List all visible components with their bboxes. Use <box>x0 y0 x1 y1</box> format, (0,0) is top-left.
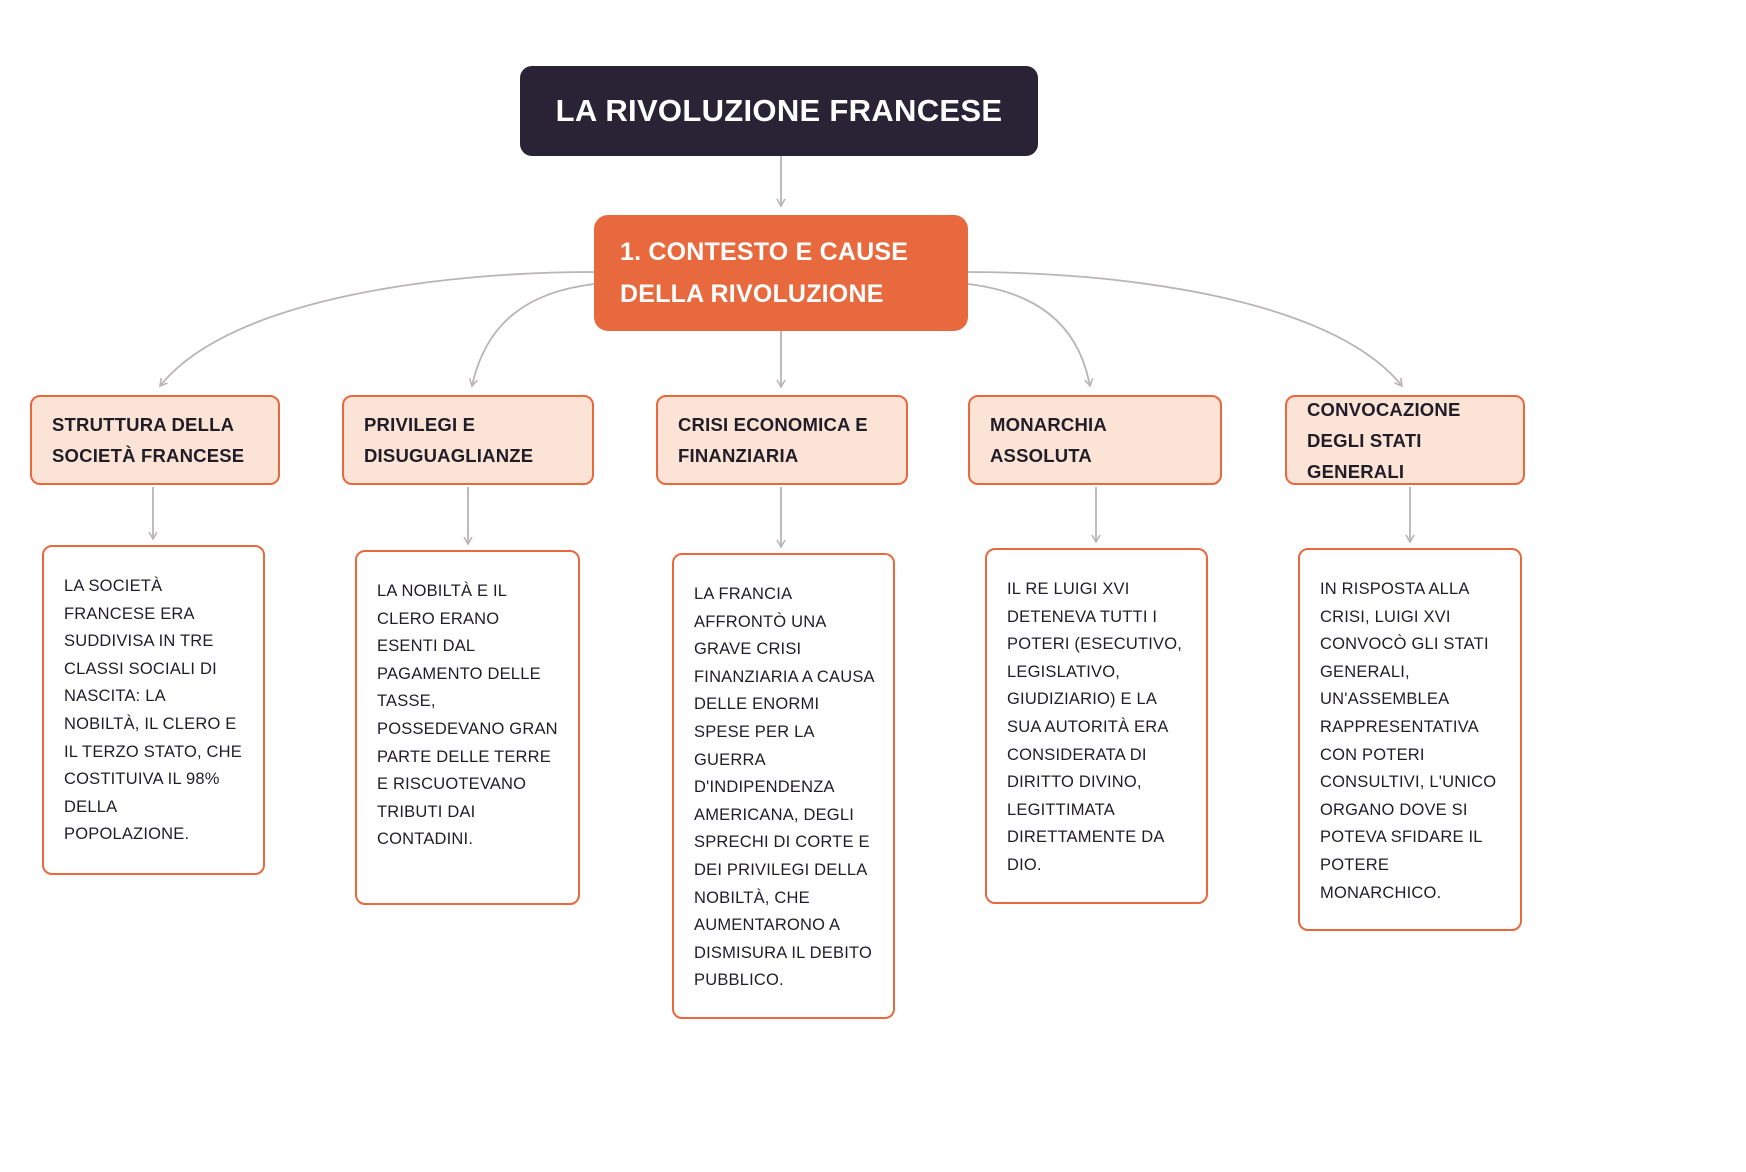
branch-detail-stati-generali[interactable]: IN RISPOSTA ALLA CRISI, LUIGI XVI CONVOC… <box>1298 548 1522 932</box>
branch-detail-text: LA NOBILTÀ E IL CLERO ERANO ESENTI DAL P… <box>377 582 558 849</box>
branch-detail-text: LA FRANCIA AFFRONTÒ UNA GRAVE CRISI FINA… <box>694 585 874 990</box>
root-title-node[interactable]: LA RIVOLUZIONE FRANCESE <box>520 66 1038 156</box>
connector-main-to-branch-2 <box>468 283 595 388</box>
branch-header-crisi-economica[interactable]: CRISI ECONOMICA E FINANZIARIA <box>656 395 908 485</box>
branch-detail-text: IN RISPOSTA ALLA CRISI, LUIGI XVI CONVOC… <box>1320 580 1497 902</box>
branch-detail-privilegi[interactable]: LA NOBILTÀ E IL CLERO ERANO ESENTI DAL P… <box>355 550 580 905</box>
branch-detail-monarchia-assoluta[interactable]: IL RE LUIGI XVI DETENEVA TUTTI I POTERI … <box>985 548 1208 904</box>
branch-detail-text: IL RE LUIGI XVI DETENEVA TUTTI I POTERI … <box>1007 580 1183 874</box>
branch-header-monarchia-assoluta[interactable]: MONARCHIA ASSOLUTA <box>968 395 1222 485</box>
branch-detail-text: LA SOCIETÀ FRANCESE ERA SUDDIVISA IN TRE… <box>64 577 242 844</box>
branch-header-label: PRIVILEGI E DISUGUAGLIANZE <box>364 414 534 466</box>
connector-main-to-branch-1 <box>158 271 595 388</box>
main-topic-node[interactable]: 1. CONTESTO E CAUSE DELLA RIVOLUZIONE <box>594 215 968 331</box>
branch-detail-struttura-societa[interactable]: LA SOCIETÀ FRANCESE ERA SUDDIVISA IN TRE… <box>42 545 265 875</box>
main-topic-label: 1. CONTESTO E CAUSE DELLA RIVOLUZIONE <box>620 238 909 308</box>
branch-header-label: MONARCHIA ASSOLUTA <box>990 414 1107 466</box>
branch-header-privilegi[interactable]: PRIVILEGI E DISUGUAGLIANZE <box>342 395 594 485</box>
branch-header-label: CONVOCAZIONE DEGLI STATI GENERALI <box>1307 398 1461 482</box>
connector-main-to-branch-5 <box>967 271 1404 388</box>
root-title-label: LA RIVOLUZIONE FRANCESE <box>555 93 1003 128</box>
branch-header-label: CRISI ECONOMICA E FINANZIARIA <box>678 414 868 466</box>
branch-header-struttura-societa[interactable]: STRUTTURA DELLA SOCIETÀ FRANCESE <box>30 395 280 485</box>
branch-header-stati-generali[interactable]: CONVOCAZIONE DEGLI STATI GENERALI <box>1285 395 1525 485</box>
branch-detail-crisi-economica[interactable]: LA FRANCIA AFFRONTÒ UNA GRAVE CRISI FINA… <box>672 553 895 1019</box>
branch-header-label: STRUTTURA DELLA SOCIETÀ FRANCESE <box>52 414 245 466</box>
connector-main-to-branch-4 <box>967 283 1094 388</box>
